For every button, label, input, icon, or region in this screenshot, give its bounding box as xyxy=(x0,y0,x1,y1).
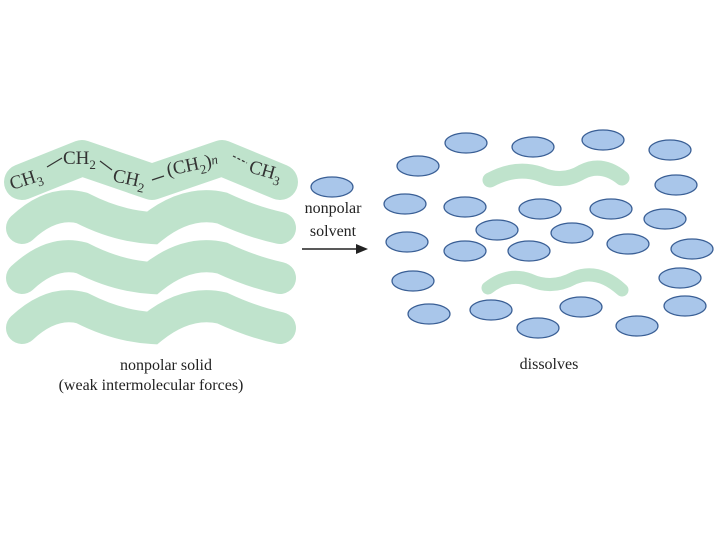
solvent-molecule xyxy=(391,270,435,292)
solvent-molecule xyxy=(407,303,451,325)
solvent-molecule xyxy=(658,267,702,289)
formula-ch2-n: (CH2)n xyxy=(165,150,221,184)
solvent-molecule xyxy=(469,299,513,321)
solvent-molecule xyxy=(385,231,429,253)
solvent-molecule xyxy=(643,208,687,230)
bond-3 xyxy=(151,175,165,181)
solvent-molecule xyxy=(663,295,707,317)
arrow-label-line2: solvent xyxy=(310,223,357,240)
solvent-molecule xyxy=(443,240,487,262)
solvent-molecule xyxy=(507,240,551,262)
bond-1 xyxy=(46,157,63,168)
solvent-molecule xyxy=(396,155,440,177)
left-caption-line1: nonpolar solid xyxy=(120,357,212,374)
dissolved-chain-lower xyxy=(481,268,629,297)
formula-ch2-a: CH2 xyxy=(63,148,96,172)
solvent-molecule xyxy=(589,198,633,220)
solvent-molecule xyxy=(443,196,487,218)
solvent-molecule-icon xyxy=(310,176,354,198)
hydrocarbon-chain-4 xyxy=(6,290,296,345)
solvent-molecule xyxy=(654,174,698,196)
bond-2 xyxy=(99,160,113,171)
solvent-molecule xyxy=(444,132,488,154)
hydrocarbon-chain-2 xyxy=(6,190,296,245)
solvent-molecule xyxy=(383,193,427,215)
solvent-molecule xyxy=(581,129,625,151)
reaction-arrow-group: nonpolar solvent xyxy=(302,176,368,254)
solvent-molecule xyxy=(550,222,594,244)
solvent-molecule xyxy=(670,238,714,260)
solvent-molecule xyxy=(648,139,692,161)
solvent-molecule xyxy=(475,219,519,241)
dissolved-solution xyxy=(383,129,714,339)
solvent-molecule xyxy=(516,317,560,339)
solvent-molecule xyxy=(606,233,650,255)
solvent-molecule xyxy=(615,315,659,337)
bond-4 xyxy=(232,155,248,164)
nonpolar-solid xyxy=(4,140,298,345)
hydrocarbon-chain-top xyxy=(4,140,298,200)
arrow-label-line1: nonpolar xyxy=(305,200,363,217)
dissolved-chain-upper xyxy=(482,160,630,188)
hydrocarbon-chain-3 xyxy=(6,240,296,295)
solvent-molecule xyxy=(518,198,562,220)
right-caption: dissolves xyxy=(520,356,579,373)
structural-formula: CH3 CH2 CH2 (CH2)n CH3 xyxy=(7,148,282,196)
left-caption-line2: (weak intermolecular forces) xyxy=(59,377,244,394)
solvent-molecule xyxy=(511,136,555,158)
solvent-molecule xyxy=(559,296,603,318)
arrow-head-icon xyxy=(356,244,368,254)
